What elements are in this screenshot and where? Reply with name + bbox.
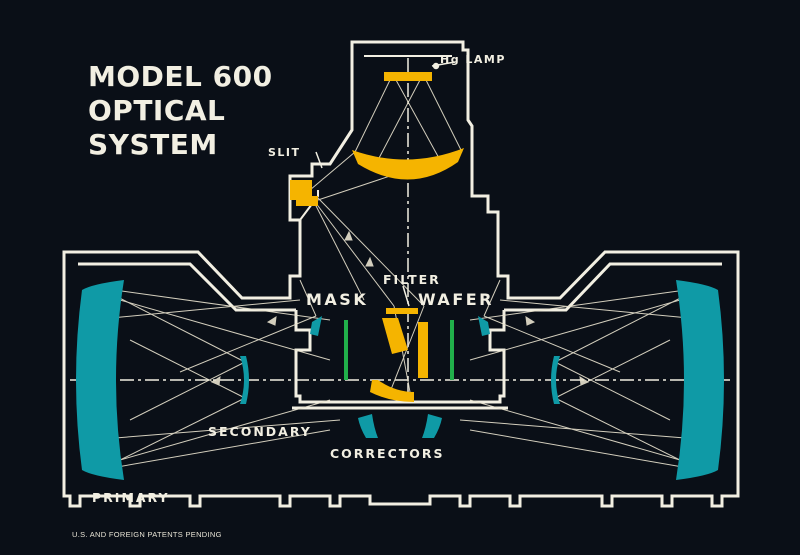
yellow-optics bbox=[290, 72, 464, 402]
lower-mirror bbox=[370, 380, 414, 402]
detail-marks bbox=[315, 61, 456, 307]
primary-mirror-left bbox=[76, 280, 124, 480]
label-filter: FILTER bbox=[383, 272, 441, 287]
mask-wafer-planes bbox=[344, 320, 454, 380]
diagram-title-line-3: SYSTEM bbox=[88, 128, 218, 161]
patent-footer: U.S. AND FOREIGN PATENTS PENDING bbox=[72, 530, 222, 539]
diagram-title-line-1: MODEL 600 bbox=[88, 60, 273, 93]
wafer-plane bbox=[450, 320, 454, 380]
label-slit: SLIT bbox=[268, 146, 301, 159]
filter-element bbox=[386, 308, 418, 314]
label-primary: PRIMARY bbox=[92, 490, 170, 505]
label-mask: MASK bbox=[306, 290, 369, 309]
hg-lamp-reflector bbox=[384, 72, 432, 81]
primary-mirror-right bbox=[676, 280, 724, 480]
light-rays bbox=[89, 79, 711, 471]
prism-right bbox=[418, 322, 428, 378]
housing-outline bbox=[62, 40, 740, 508]
label-secondary: SECONDARY bbox=[208, 424, 312, 439]
corrector-right-upper bbox=[478, 316, 490, 336]
condenser-lens bbox=[352, 148, 464, 180]
mask-plane bbox=[344, 320, 348, 380]
label-correctors: CORRECTORS bbox=[330, 446, 445, 461]
secondary-mirror-right bbox=[551, 356, 560, 404]
secondary-mirror-left bbox=[240, 356, 249, 404]
label-hg-lamp: Hg LAMP bbox=[440, 53, 506, 66]
diagram-title-line-2: OPTICAL bbox=[88, 94, 226, 127]
teal-mirrors bbox=[76, 280, 724, 480]
corrector-left-upper bbox=[310, 316, 322, 336]
corrector-bottom-left bbox=[358, 414, 378, 438]
optical-axes bbox=[70, 58, 730, 400]
label-wafer: WAFER bbox=[418, 290, 494, 309]
slit-block bbox=[290, 180, 318, 206]
prism-left bbox=[382, 318, 408, 354]
corrector-bottom-right bbox=[422, 414, 442, 438]
